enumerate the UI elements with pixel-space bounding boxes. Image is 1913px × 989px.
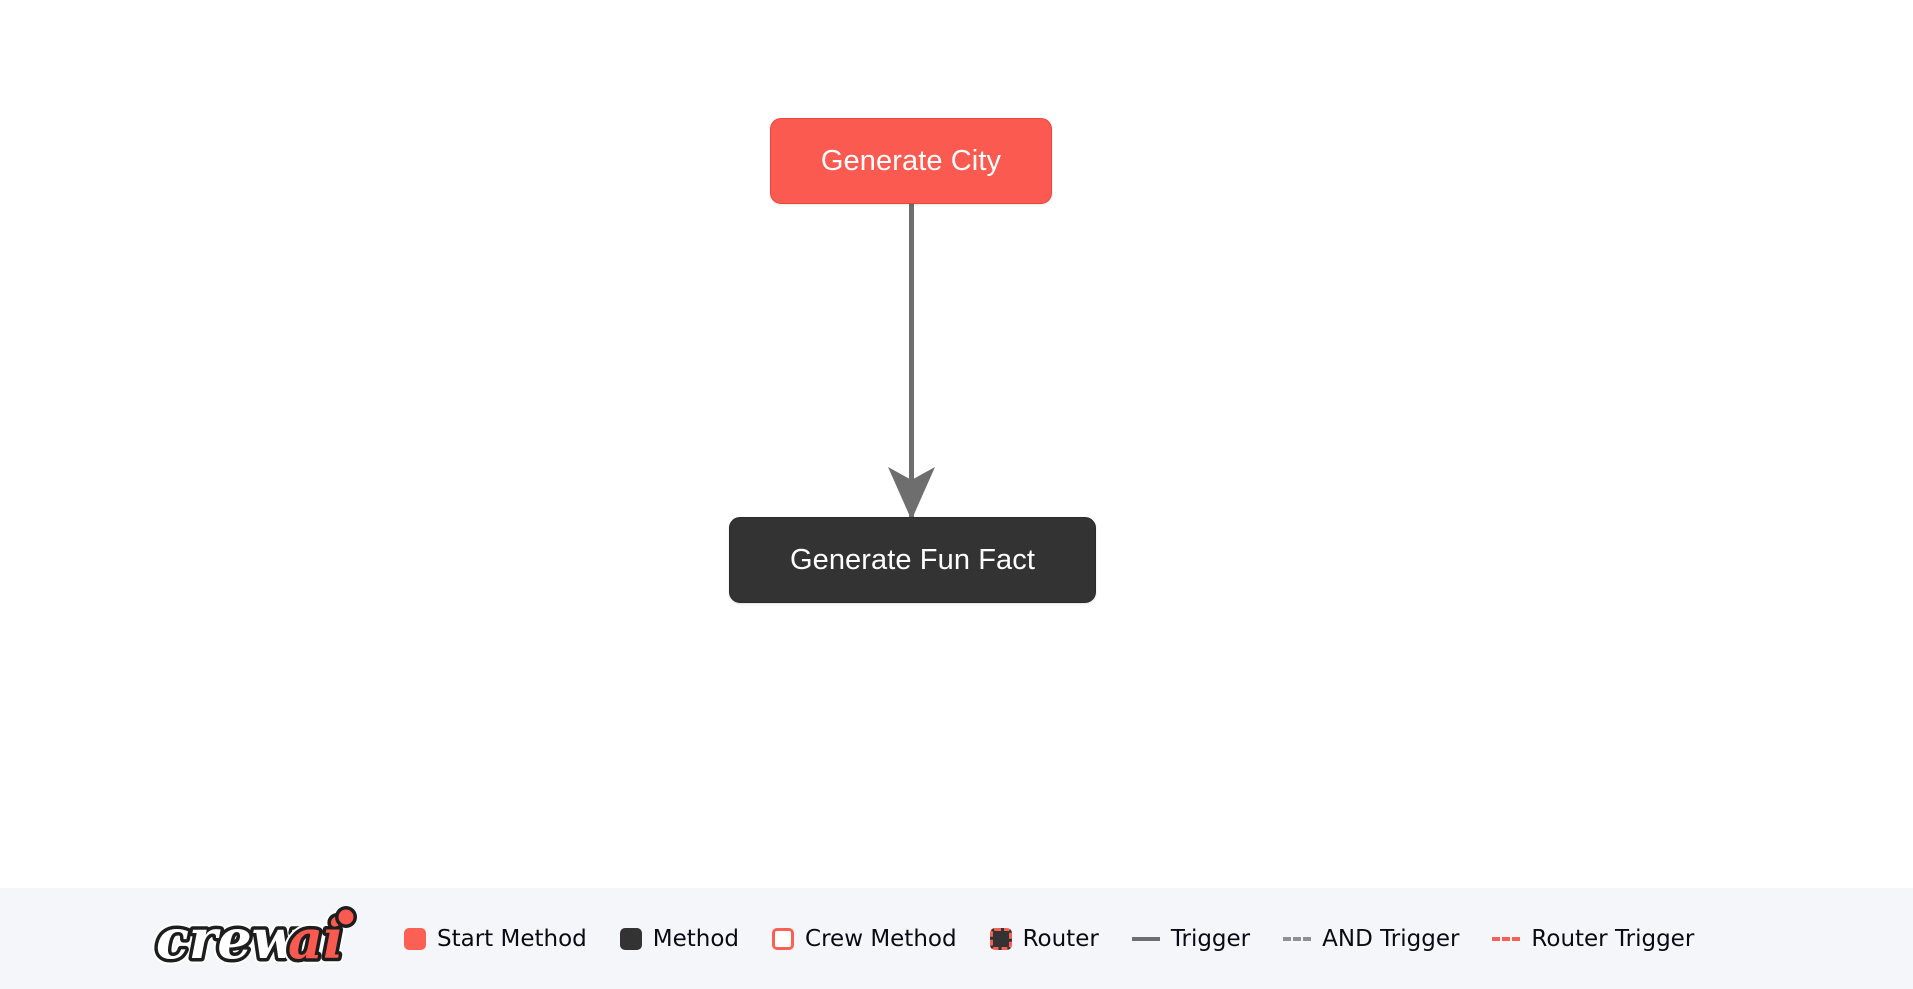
legend-items: Start Method Method Crew Method Router T… [404, 926, 1913, 952]
flow-node-label: Generate City [820, 144, 1002, 177]
svg-text:crew: crew [156, 907, 301, 971]
crewai-logo: crew crew crew ai ai ai [152, 904, 374, 974]
router-trigger-line-icon [1492, 936, 1521, 941]
svg-text:crew: crew [156, 907, 301, 971]
legend-label: Router [1022, 925, 1099, 952]
trigger-line-icon [1131, 936, 1160, 941]
legend-label: Start Method [437, 925, 587, 952]
method-swatch-icon [619, 927, 642, 950]
legend-item-and-trigger: AND Trigger [1283, 926, 1459, 952]
legend-item-start-method: Start Method [404, 926, 587, 952]
edge-generate-city-to-generate-fun-fact [888, 204, 935, 520]
start-method-swatch-icon [404, 927, 426, 950]
legend-item-trigger: Trigger [1131, 925, 1251, 952]
svg-text:ai: ai [288, 907, 344, 971]
flow-diagram-canvas[interactable]: Generate City Generate Fun Fact [0, 0, 1913, 888]
legend-label: Method [652, 925, 740, 952]
and-trigger-line-icon [1283, 936, 1312, 941]
flow-node-label: Generate Fun Fact [789, 543, 1036, 576]
legend-item-router-trigger: Router Trigger [1492, 926, 1694, 952]
legend-label: Trigger [1170, 925, 1251, 952]
svg-text:crew: crew [156, 907, 301, 971]
legend-bar: crew crew crew ai ai ai Start Method Met… [0, 888, 1913, 989]
router-swatch-icon [989, 927, 1012, 950]
flow-node-generate-city[interactable]: Generate City [770, 118, 1052, 204]
flow-node-generate-fun-fact[interactable]: Generate Fun Fact [729, 517, 1096, 603]
legend-item-router: Router [989, 925, 1099, 952]
legend-item-method: Method [619, 925, 740, 952]
crew-method-swatch-icon [772, 927, 795, 950]
legend-label: Router Trigger [1531, 925, 1695, 952]
legend-label: AND Trigger [1322, 925, 1460, 952]
legend-label: Crew Method [805, 925, 957, 952]
legend-item-crew-method: Crew Method [772, 926, 957, 952]
